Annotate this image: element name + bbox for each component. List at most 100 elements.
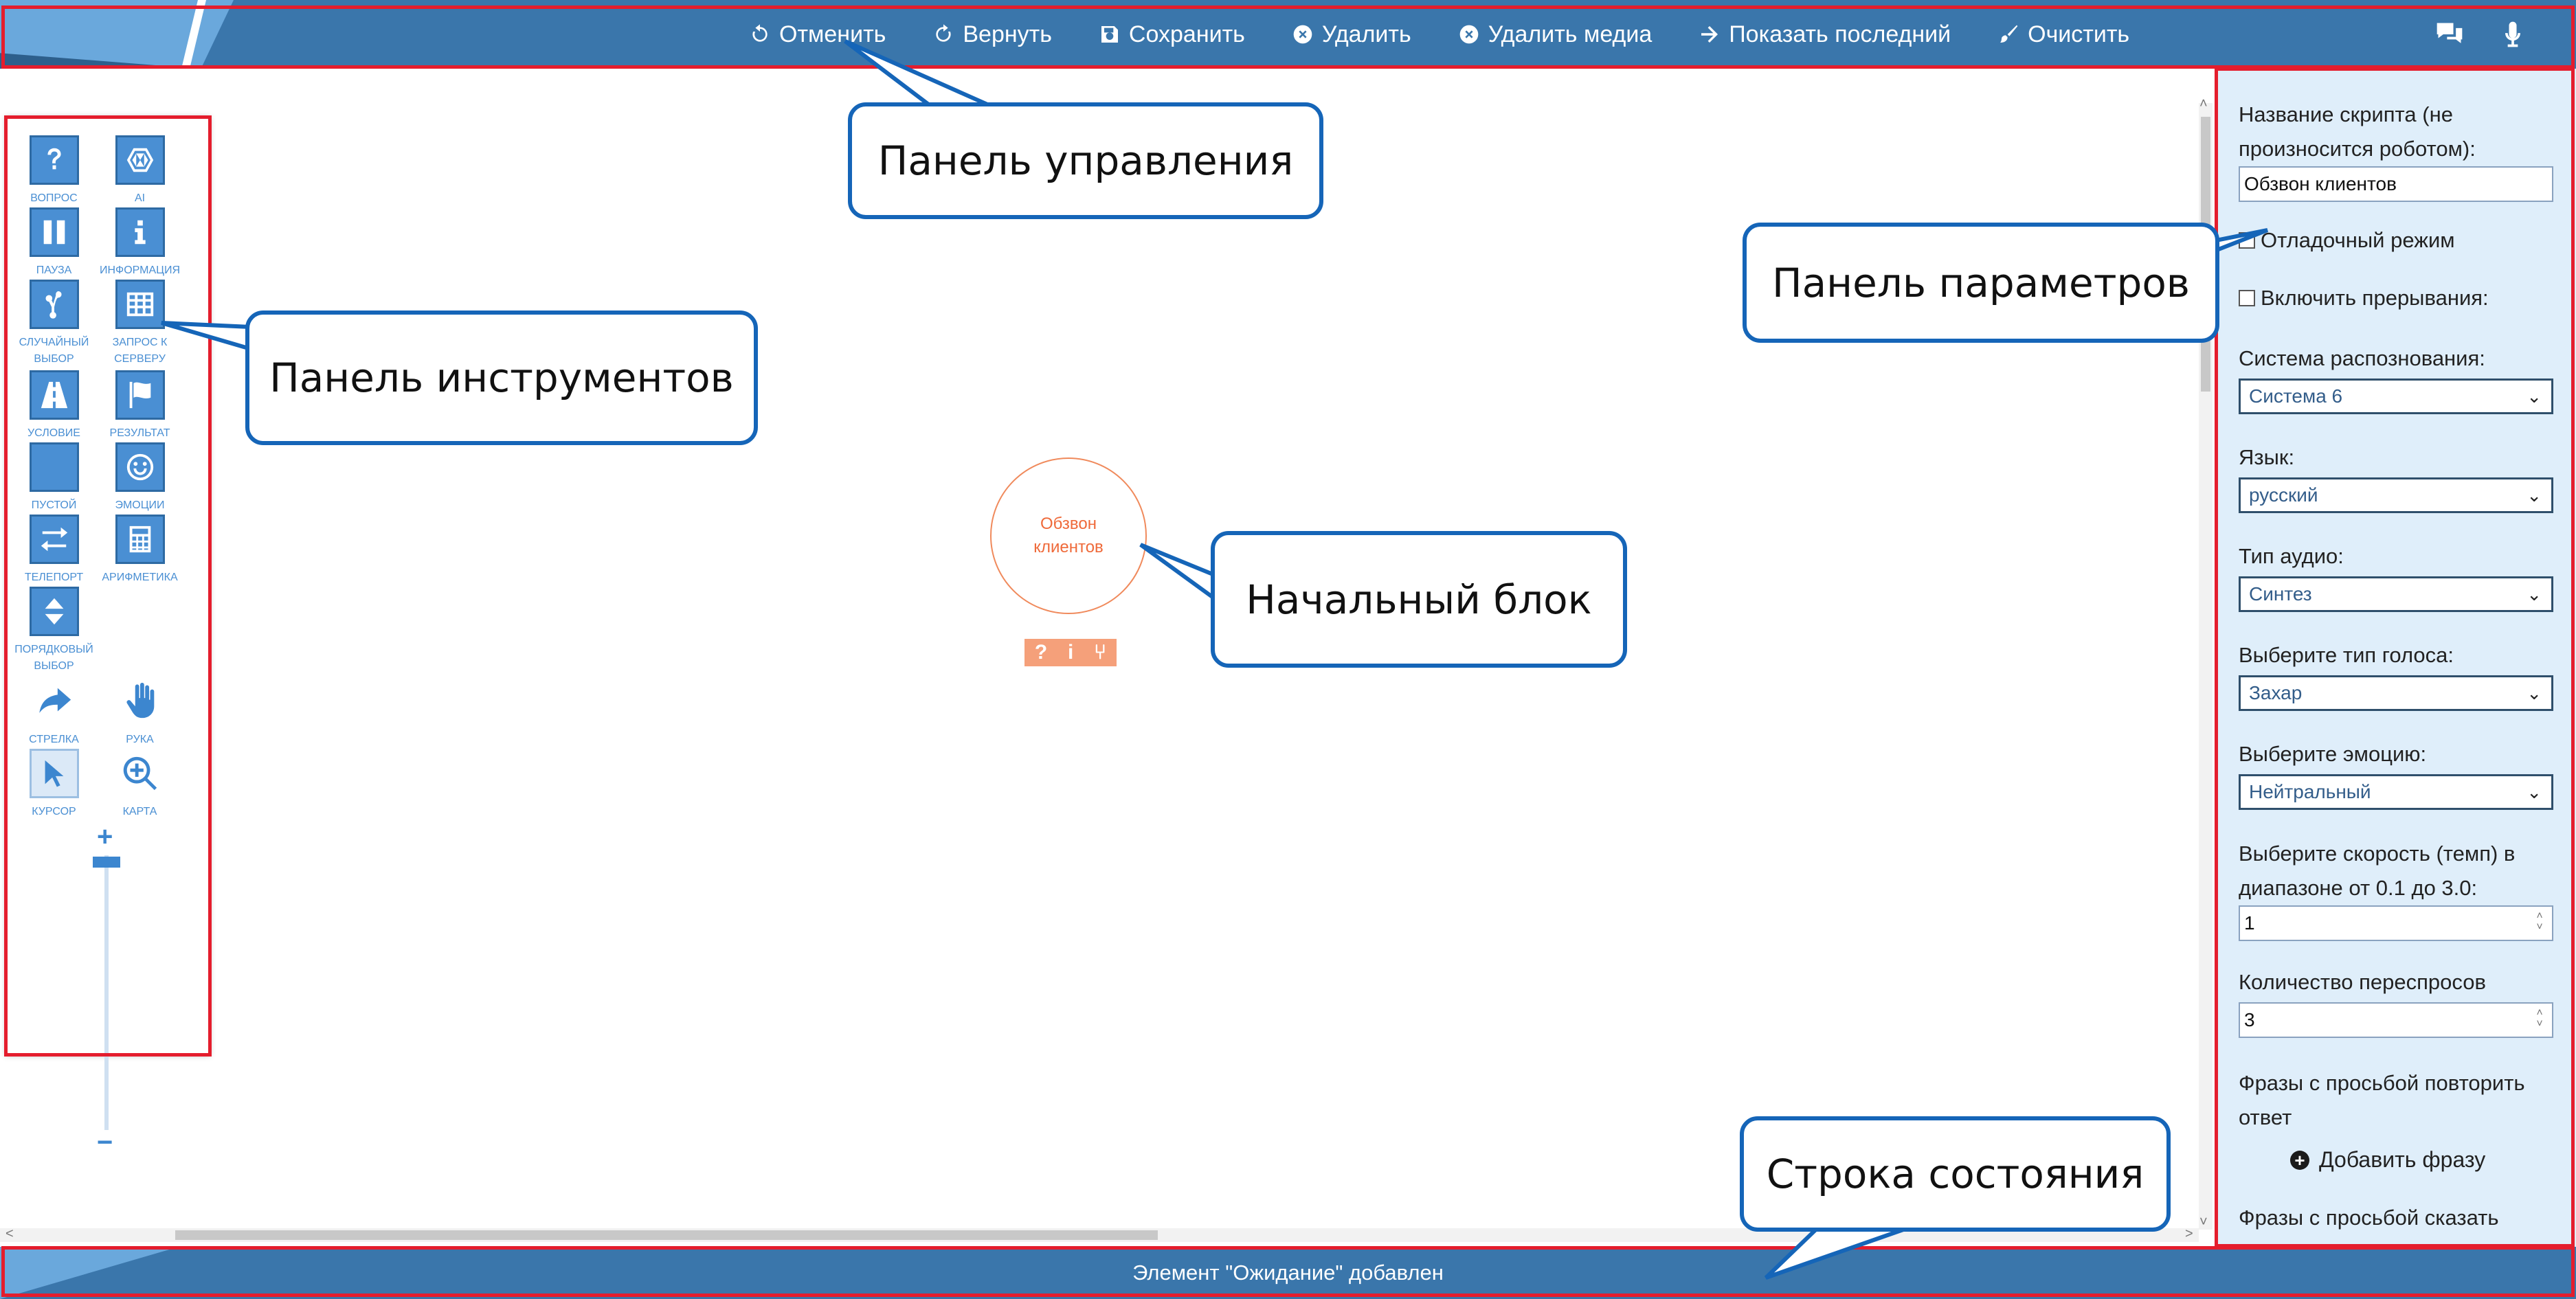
question-icon [29, 135, 79, 185]
show-last-button[interactable]: Показать последний [1699, 21, 1951, 48]
save-button[interactable]: Сохранить [1099, 21, 1245, 48]
scroll-right-arrow-icon[interactable]: ˃ [2185, 1226, 2193, 1241]
redo-button[interactable]: Вернуть [932, 21, 1052, 48]
chevron-down-icon: ⌄ [2527, 386, 2542, 407]
reasks-input[interactable]: 3 ˄˅ [2239, 1002, 2553, 1038]
undo-icon [752, 24, 768, 42]
undo-button[interactable]: Отменить [749, 21, 886, 48]
delete-media-label: Удалить медиа [1488, 21, 1653, 47]
info-icon [115, 207, 165, 257]
scroll-left-arrow-icon[interactable]: ˂ [5, 1226, 14, 1241]
undo-label: Отменить [779, 21, 886, 47]
delete-media-button[interactable]: Удалить медиа [1458, 21, 1653, 48]
tool-server-request[interactable]: ЗАПРОС К СЕРВЕРУ [97, 280, 183, 368]
speed-value: 1 [2244, 912, 2255, 934]
close-circle-icon [1459, 25, 1479, 44]
language-value: русский [2249, 484, 2318, 506]
tool-empty[interactable]: ПУСТОЙ [11, 442, 97, 514]
tool-ai[interactable]: AI [97, 135, 183, 207]
scroll-down-arrow-icon[interactable]: ˅ [2199, 1215, 2208, 1230]
plus-circle-icon: + [2290, 1150, 2309, 1170]
voice-type-value: Захар [2249, 682, 2303, 703]
script-name-input[interactable] [2239, 166, 2553, 202]
delete-label: Удалить [1321, 21, 1411, 47]
tool-cursor[interactable]: КУРСОР [11, 749, 97, 820]
tool-result[interactable]: РЕЗУЛЬТАТ [97, 370, 183, 442]
audio-type-select[interactable]: Синтез ⌄ [2239, 576, 2553, 612]
tool-empty-label: ПУСТОЙ [31, 499, 77, 511]
tool-teleport[interactable]: ТЕЛЕПОРТ [11, 515, 97, 586]
tool-random-choice[interactable]: СЛУЧАЙНЫЙ ВЫБОР [11, 280, 97, 368]
node-question-icon[interactable]: ? [1034, 641, 1048, 664]
language-select[interactable]: русский ⌄ [2239, 477, 2553, 513]
tools-panel-callout-label: Панель инструментов [269, 354, 734, 401]
tool-pause[interactable]: ПАУЗА [11, 207, 97, 279]
recognition-select[interactable]: Система 6 ⌄ [2239, 379, 2553, 414]
tools-panel-callout: Панель инструментов [245, 310, 758, 445]
emotion-select[interactable]: Нейтральный ⌄ [2239, 774, 2553, 810]
calculator-icon [115, 515, 165, 564]
empty-square-icon [29, 442, 79, 492]
tool-emotions[interactable]: ЭМОЦИИ [97, 442, 183, 514]
chevron-down-icon: ⌄ [2527, 485, 2542, 506]
language-label: Язык: [2239, 445, 2295, 469]
debug-mode-box[interactable] [2239, 232, 2255, 249]
tool-map-label: КАРТА [122, 806, 157, 817]
zoom-out-button[interactable]: − [97, 1127, 113, 1157]
tool-result-label: РЕЗУЛЬТАТ [109, 427, 170, 439]
params-panel-callout: Панель параметров [1743, 223, 2219, 343]
tool-ai-label: AI [134, 192, 146, 204]
emotion-value: Нейтральный [2249, 781, 2371, 802]
toolbar-actions: Отменить Вернуть Сохранить Удалить Удали… [749, 0, 2129, 69]
clear-button[interactable]: Очистить [1997, 21, 2129, 48]
node-info-icon[interactable]: i [1067, 641, 1074, 664]
tool-info[interactable]: ИНФОРМАЦИЯ [97, 207, 183, 279]
status-message: Элемент "Ожидание" добавлен [1132, 1261, 1444, 1285]
status-bar: Элемент "Ожидание" добавлен [0, 1247, 2576, 1299]
chat-icon[interactable] [2434, 19, 2465, 49]
delete-button[interactable]: Удалить [1292, 21, 1411, 48]
tool-info-label: ИНФОРМАЦИЯ [99, 264, 181, 276]
share-arrow-icon [30, 677, 79, 726]
tool-condition[interactable]: УСЛОВИЕ [11, 370, 97, 442]
node-branch-icon[interactable]: ⑂ [1094, 641, 1107, 664]
tool-arithmetic[interactable]: АРИФМЕТИКА [97, 515, 183, 586]
tool-map[interactable]: КАРТА [97, 749, 183, 820]
microphone-icon[interactable] [2498, 19, 2528, 49]
close-circle-icon [1293, 25, 1312, 44]
chevron-down-icon: ⌄ [2527, 782, 2542, 802]
tool-question[interactable]: ВОПРОС [11, 135, 97, 207]
start-node[interactable]: Обзвон клиентов [990, 458, 1147, 614]
spinner-arrows-icon[interactable]: ˄˅ [2536, 1007, 2543, 1030]
ai-network-icon [115, 135, 165, 185]
tool-arithmetic-label: АРИФМЕТИКА [102, 572, 178, 583]
tool-arrow[interactable]: СТРЕЛКА [11, 677, 97, 748]
add-phrase-button[interactable]: + Добавить фразу [2290, 1147, 2485, 1173]
interruptions-checkbox[interactable]: Включить прерывания: [2239, 286, 2489, 310]
tool-server-request-label: ЗАПРОС К СЕРВЕРУ [112, 337, 168, 365]
recognition-label: Система распознования: [2239, 346, 2485, 370]
zoom-in-button[interactable]: + [97, 822, 113, 852]
redo-icon [936, 24, 952, 42]
toolbar-right [2434, 0, 2528, 69]
zoom-slider-handle[interactable] [93, 857, 120, 868]
speed-input[interactable]: 1 ˄˅ [2239, 905, 2553, 941]
tool-ordinal-choice[interactable]: ПОРЯДКОВЫЙ ВЫБОР [11, 587, 97, 675]
control-panel-callout: Панель управления [848, 102, 1323, 219]
speed-label: Выберите скорость (темп) в диапазоне от … [2239, 841, 2516, 900]
chevron-down-icon: ⌄ [2527, 584, 2542, 605]
zoom-slider-track[interactable] [104, 855, 109, 1130]
interruptions-label: Включить прерывания: [2261, 286, 2489, 310]
tool-cursor-label: КУРСОР [32, 806, 76, 817]
tool-hand[interactable]: РУКА [97, 677, 183, 748]
audio-type-label: Тип аудио: [2239, 544, 2344, 568]
spinner-arrows-icon[interactable]: ˄˅ [2536, 910, 2543, 933]
scroll-up-arrow-icon[interactable]: ˄ [2199, 96, 2208, 111]
interruptions-box[interactable] [2239, 290, 2255, 306]
pause-icon [29, 207, 79, 257]
debug-mode-checkbox[interactable]: Отладочный режим [2239, 228, 2455, 253]
redo-label: Вернуть [963, 21, 1052, 47]
voice-type-select[interactable]: Захар ⌄ [2239, 675, 2553, 711]
clear-label: Очистить [2028, 21, 2130, 47]
canvas-horizontal-scroll-thumb[interactable] [175, 1230, 1158, 1240]
